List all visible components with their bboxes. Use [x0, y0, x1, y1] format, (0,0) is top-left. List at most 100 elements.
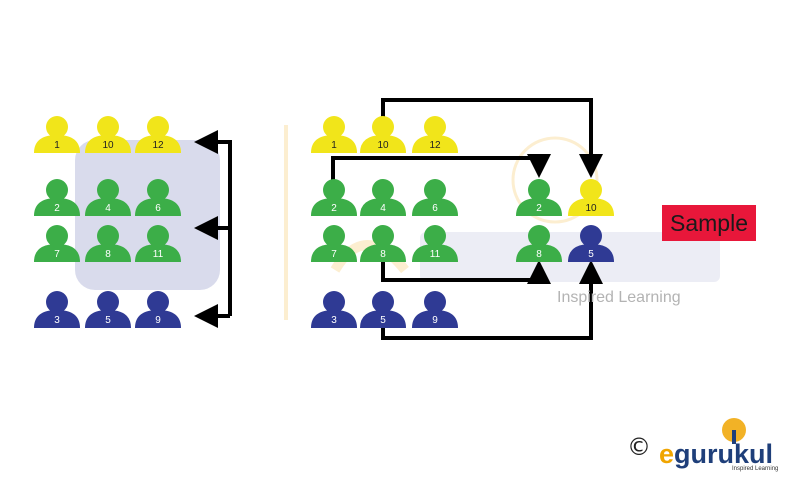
person-number: 3: [331, 315, 337, 326]
person-icon: 6: [412, 179, 458, 216]
person-body: [412, 244, 458, 262]
person-number: 2: [536, 203, 542, 214]
person-body: [85, 310, 131, 328]
person-icon: 8: [85, 225, 131, 262]
person-icon: 11: [412, 225, 458, 262]
person-head: [323, 116, 345, 138]
logo-letters: gurukul: [674, 439, 774, 469]
person-head: [372, 179, 394, 201]
person-icon: 9: [135, 291, 181, 328]
person-body: [360, 135, 406, 153]
person-icon: 4: [360, 179, 406, 216]
person-body: [516, 198, 562, 216]
arrow-8-to-selected-8: [381, 258, 551, 284]
person-number: 10: [377, 140, 389, 151]
person-head: [46, 225, 68, 247]
person-head: [147, 116, 169, 138]
person-number: 8: [536, 249, 542, 260]
arrow-5-to-selected-5: [381, 260, 603, 340]
person-icon: 12: [135, 116, 181, 153]
person-icon: 1: [311, 116, 357, 153]
person-head: [97, 179, 119, 201]
person-body: [412, 310, 458, 328]
person-head: [372, 116, 394, 138]
person-head: [97, 225, 119, 247]
person-icon: 1: [34, 116, 80, 153]
person-head: [46, 291, 68, 313]
person-icon: 8: [360, 225, 406, 262]
logo-letter-e: e: [659, 439, 675, 469]
arrow-10-to-selected-10: [381, 98, 603, 178]
watermark-tree-icon: [511, 136, 599, 224]
person-body: [311, 198, 357, 216]
person-head: [323, 291, 345, 313]
person-number: 5: [380, 315, 386, 326]
person-icon: 5: [568, 225, 614, 262]
person-head: [528, 179, 550, 201]
person-number: 7: [54, 249, 60, 260]
person-body: [360, 310, 406, 328]
person-number: 11: [153, 249, 164, 260]
person-body: [311, 135, 357, 153]
person-body: [568, 244, 614, 262]
person-number: 9: [432, 315, 438, 326]
person-body: [85, 198, 131, 216]
person-number: 5: [588, 249, 594, 260]
person-icon: 3: [311, 291, 357, 328]
person-body: [135, 244, 181, 262]
person-head: [147, 225, 169, 247]
person-body: [34, 198, 80, 216]
person-icon: 2: [34, 179, 80, 216]
person-head: [580, 225, 602, 247]
person-body: [135, 135, 181, 153]
watermark-tagline: Inspired Learning: [557, 289, 681, 306]
selected-sample-group: 2 10 8 5: [516, 179, 614, 262]
person-body: [516, 244, 562, 262]
person-number: 12: [152, 140, 164, 151]
person-number: 12: [429, 140, 441, 151]
person-body: [360, 198, 406, 216]
person-head: [46, 116, 68, 138]
person-number: 9: [155, 315, 161, 326]
person-icon: 5: [360, 291, 406, 328]
person-number: 6: [155, 203, 161, 214]
person-number: 3: [54, 315, 60, 326]
person-number: 6: [432, 203, 438, 214]
person-head: [528, 225, 550, 247]
person-head: [424, 291, 446, 313]
tree-icon: [722, 418, 746, 444]
person-icon: 6: [135, 179, 181, 216]
person-body: [568, 198, 614, 216]
person-head: [323, 225, 345, 247]
person-icon: 12: [412, 116, 458, 153]
person-icon: 11: [135, 225, 181, 262]
copyright-symbol: ©: [627, 433, 651, 461]
person-icon: 4: [85, 179, 131, 216]
person-body: [85, 244, 131, 262]
person-body: [311, 244, 357, 262]
person-head: [147, 179, 169, 201]
person-body: [412, 198, 458, 216]
person-body: [135, 310, 181, 328]
person-head: [97, 291, 119, 313]
person-body: [34, 310, 80, 328]
person-number: 7: [331, 249, 337, 260]
person-number: 2: [54, 203, 60, 214]
person-head: [372, 291, 394, 313]
person-number: 1: [331, 140, 337, 151]
person-head: [424, 116, 446, 138]
person-number: 10: [585, 203, 597, 214]
person-body: [34, 244, 80, 262]
person-body: [412, 135, 458, 153]
sample-badge: Sample: [662, 205, 756, 241]
person-head: [97, 116, 119, 138]
person-number: 10: [102, 140, 114, 151]
person-number: 8: [380, 249, 386, 260]
person-head: [46, 179, 68, 201]
person-icon: 10: [85, 116, 131, 153]
arrow-2-to-selected-2: [331, 154, 551, 186]
person-icon: 2: [516, 179, 562, 216]
